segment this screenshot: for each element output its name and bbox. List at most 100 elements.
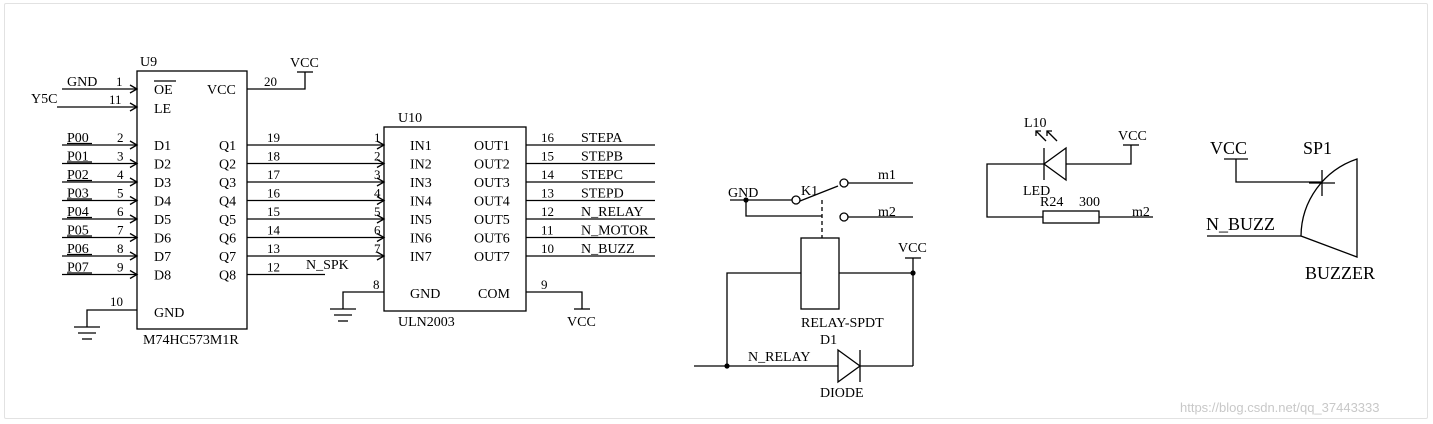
u10-output-pin-num: 11	[541, 223, 554, 238]
watermark: https://blog.csdn.net/qq_37443333	[1180, 400, 1380, 415]
u10-part: ULN2003	[398, 315, 455, 330]
u9-input-net: P05	[67, 224, 89, 239]
u9-output-pin-num: 15	[267, 204, 280, 219]
u9-ref: U9	[140, 55, 157, 70]
u10-input-pin: IN2	[410, 158, 432, 173]
u9-input-net: P02	[67, 168, 89, 183]
u9-q8-net: N_SPK	[306, 258, 349, 273]
diode-part: DIODE	[820, 386, 864, 401]
u9-input-arrow	[129, 214, 139, 224]
u10-input-arrow	[376, 251, 386, 261]
u10-input-pin: IN1	[410, 139, 432, 154]
diode-symbol	[837, 348, 862, 384]
relay-contact-m1	[839, 178, 849, 188]
u9-input-arrow	[129, 140, 139, 150]
u10-output-net: STEPA	[581, 131, 623, 146]
u10-com-pin: COM	[478, 287, 510, 302]
relay-contact-m2	[839, 212, 849, 222]
u10-output-pin-num: 10	[541, 241, 554, 256]
u9-input-arrow	[129, 158, 139, 169]
u10-com-net: VCC	[567, 315, 596, 330]
res-ref: R24	[1040, 195, 1063, 210]
u9-output-pin-num: 17	[267, 167, 281, 182]
u9-output-pin-num: 18	[267, 149, 280, 164]
u10-output-pin: OUT5	[474, 213, 510, 228]
u10-input-pin-num: 3	[374, 167, 381, 182]
u9-input-pin-num: 3	[117, 149, 124, 164]
u9-input-net: P04	[67, 205, 89, 220]
u9-input-pin: D5	[154, 213, 171, 228]
u9-output-pin-num: 12	[267, 260, 280, 275]
led-symbol	[1042, 146, 1067, 182]
u9-input-net: P03	[67, 187, 89, 202]
u9-input-arrow	[129, 232, 139, 243]
u10-input-arrow	[376, 195, 386, 206]
u9-output-pin: Q1	[219, 139, 236, 154]
u10-output-net: STEPB	[581, 150, 623, 165]
u10-input-pin: IN6	[410, 232, 432, 247]
u10-ref: U10	[398, 111, 422, 126]
buzzer-ref: SP1	[1303, 138, 1332, 158]
diagram-frame	[4, 3, 1428, 419]
led-part: LED	[1023, 184, 1050, 199]
u10-output-pin: OUT3	[474, 176, 510, 191]
u9-input-arrow	[129, 251, 139, 261]
u9-input-pin-num: 8	[117, 241, 124, 256]
u9-input-pin: D7	[154, 250, 171, 265]
u10-input-arrow	[376, 177, 386, 187]
u10-input-arrow	[376, 140, 386, 150]
buzzer-symbol	[1300, 158, 1358, 258]
u9-le-net: Y5C	[31, 92, 57, 107]
led-circuit: L10 VCC LED R24 300 m2	[986, 116, 1153, 224]
relay-coil	[800, 237, 840, 310]
relay-k1: GND K1 m1 m2 RELAY-SPDT VCC N_RELAY D1 D…	[694, 168, 927, 401]
u9-input-net: P07	[67, 261, 89, 276]
u9-input-pin-num: 4	[117, 167, 124, 182]
u9-le-pin: LE	[154, 102, 171, 117]
u10-gnd-pin: GND	[410, 287, 440, 302]
relay-drive-net: N_RELAY	[748, 350, 811, 365]
buzzer-part: BUZZER	[1305, 263, 1375, 283]
u10-input-pin: IN5	[410, 213, 432, 228]
u10-output-net: N_RELAY	[581, 205, 644, 220]
u9-input-pin: D8	[154, 269, 171, 284]
buzzer-drive-net: N_BUZZ	[1206, 214, 1275, 234]
u10-gnd-pin-num: 8	[373, 277, 380, 292]
relay-contact2: m2	[878, 205, 896, 220]
u9-output-pin: Q7	[219, 250, 236, 265]
relay-contact1: m1	[878, 168, 896, 183]
led-net-m2: m2	[1132, 205, 1150, 220]
u10-input-pin-num: 6	[374, 223, 381, 238]
u10-input-pin-num: 4	[374, 186, 381, 201]
u9-output-pin: Q3	[219, 176, 236, 191]
u10-output-pin-num: 16	[541, 130, 555, 145]
u10-output-net: N_BUZZ	[581, 242, 635, 257]
diode-ref: D1	[820, 333, 837, 348]
led-ref: L10	[1024, 116, 1047, 131]
u9-vcc-pin-num: 20	[264, 74, 277, 89]
buzzer-vcc-net: VCC	[1210, 138, 1247, 158]
u9-gnd-pin-num: 10	[110, 294, 123, 309]
u9-input-pin: D2	[154, 158, 171, 173]
u10-input-pin-num: 2	[374, 149, 381, 164]
u9-input-pin: D3	[154, 176, 171, 191]
u9-output-pin: Q2	[219, 158, 236, 173]
u10-output-pin-num: 12	[541, 204, 554, 219]
u9-output-pin: Q5	[219, 213, 236, 228]
u9-vcc-pin: VCC	[207, 83, 236, 98]
u10-input-pin-num: 1	[374, 130, 381, 145]
u9-input-arrow	[129, 269, 139, 280]
u9-oe-pin: OE	[154, 83, 173, 98]
u10-input-arrow	[376, 232, 386, 243]
u9-part: M74HC573M1R	[143, 333, 239, 348]
relay-gnd-net: GND	[728, 186, 758, 201]
u9-input-pin: D6	[154, 232, 171, 247]
u10-output-pin: OUT7	[474, 250, 510, 265]
u9-input-arrow	[129, 177, 139, 187]
u9-output-pin-num: 14	[267, 223, 281, 238]
u9-oe-pin-num: 1	[116, 74, 123, 89]
